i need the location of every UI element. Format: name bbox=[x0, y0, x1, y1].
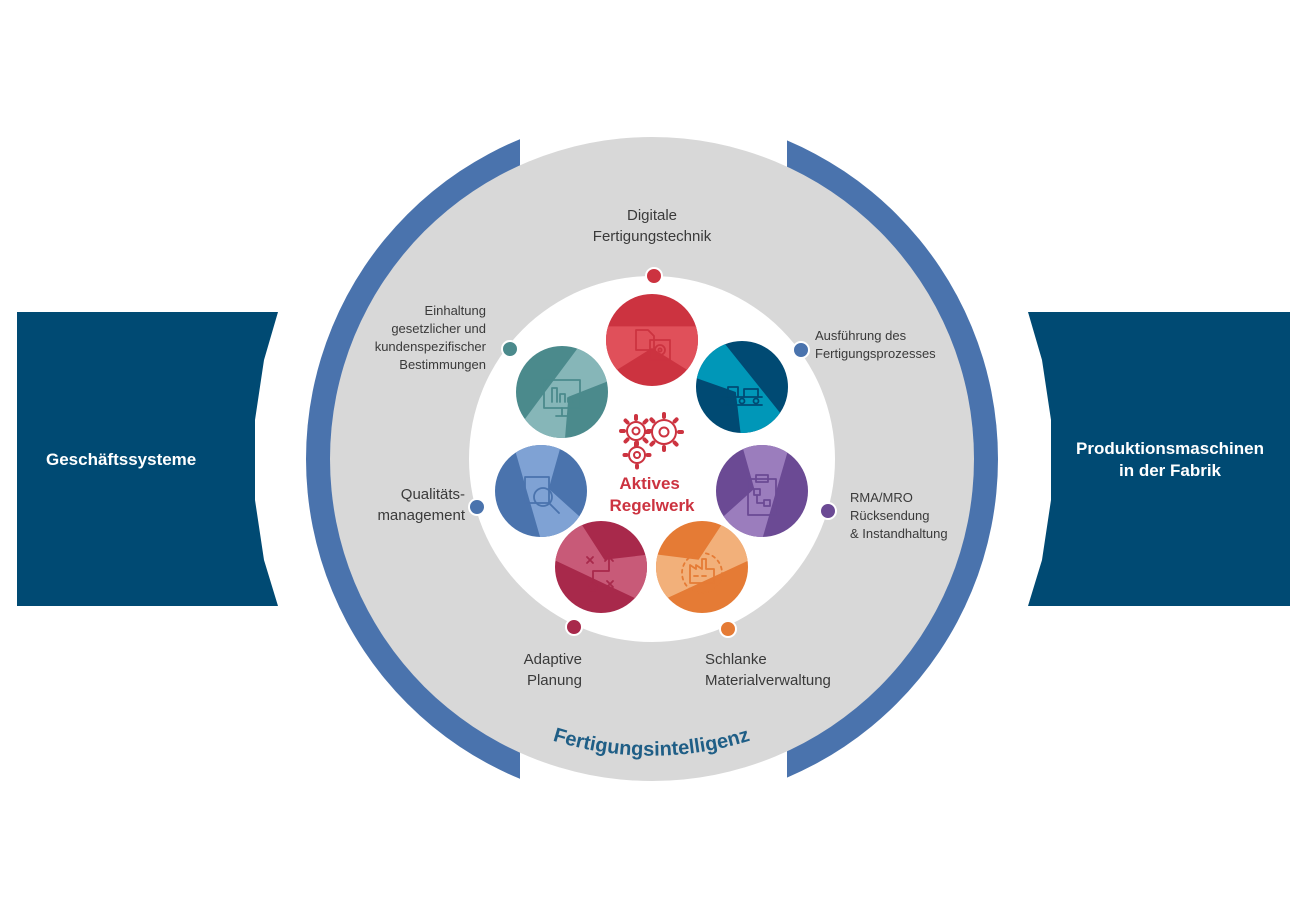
module-facet-adaptive bbox=[555, 521, 647, 605]
label-execution: Ausführung des Fertigungsprozesses bbox=[815, 328, 936, 361]
module-adaptive bbox=[555, 521, 647, 636]
monitor-chart-icon bbox=[543, 379, 581, 417]
left-panel bbox=[17, 312, 278, 606]
module-digital bbox=[606, 267, 698, 386]
magnifier-icon bbox=[524, 476, 560, 514]
clipboard-flow-icon bbox=[747, 474, 777, 516]
label-digital: Digitale Fertigungstechnik bbox=[592, 207, 712, 245]
connector-dot-rma bbox=[819, 502, 837, 520]
document-gear-icon bbox=[635, 329, 671, 361]
module-lean bbox=[656, 521, 748, 638]
connector-dot-compliance bbox=[501, 340, 519, 358]
module-facet-digital bbox=[606, 326, 698, 378]
module-rma bbox=[716, 445, 837, 537]
module-facet-execution bbox=[696, 341, 788, 433]
module-quality bbox=[468, 445, 587, 537]
connector-dot-lean bbox=[719, 620, 737, 638]
right-panel bbox=[1028, 312, 1290, 606]
factory-icon bbox=[681, 552, 723, 594]
right-panel-label: Produktionsmaschinen in der Fabrik bbox=[1076, 439, 1264, 480]
module-execution bbox=[696, 341, 810, 433]
module-compliance bbox=[501, 340, 608, 438]
connector-dot-adaptive bbox=[565, 618, 583, 636]
label-quality: Qualitäts- management bbox=[377, 486, 465, 524]
gears-icon bbox=[619, 412, 684, 470]
label-rma: RMA/MRO Rücksendung & Instandhaltung bbox=[850, 490, 948, 541]
module-facet-compliance bbox=[516, 346, 608, 438]
connector-dot-quality bbox=[468, 498, 486, 516]
connector-dot-execution bbox=[792, 341, 810, 359]
strategy-icon bbox=[586, 556, 614, 592]
conveyor-icon bbox=[721, 386, 763, 406]
center-title: Aktives Regelwerk bbox=[609, 474, 695, 515]
module-facet-rma bbox=[716, 445, 792, 537]
left-panel-label: Geschäftssysteme bbox=[46, 450, 197, 469]
connector-dot-digital bbox=[645, 267, 663, 285]
label-lean: Schlanke Materialverwaltung bbox=[705, 651, 831, 689]
label-adaptive: Adaptive Planung bbox=[523, 651, 582, 689]
label-compliance: Einhaltung gesetzlicher und kundenspezif… bbox=[374, 303, 486, 372]
